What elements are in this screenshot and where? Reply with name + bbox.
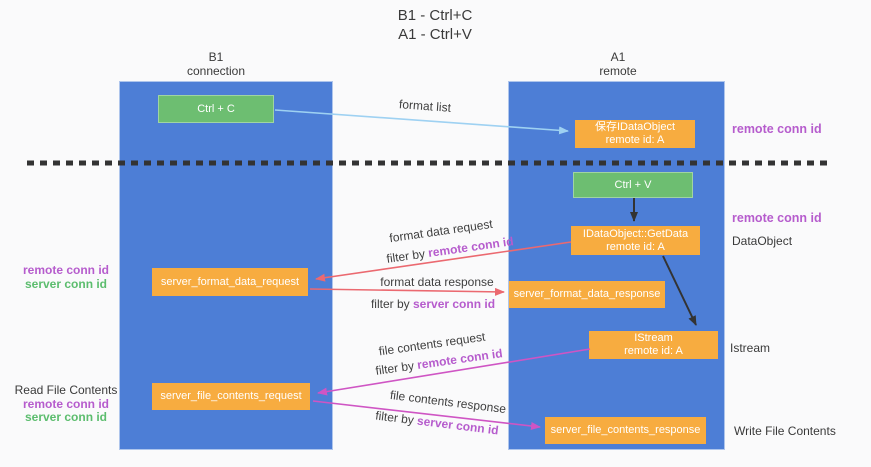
filter-by-text: filter by	[374, 358, 415, 378]
edge-label-format-data-response: format data response	[380, 275, 493, 289]
lane-header-a1: A1 remote	[558, 50, 678, 78]
annotation-remote-conn-id-top: remote conn id	[732, 122, 822, 136]
server-conn-id-text: server conn id	[416, 413, 500, 438]
node-save-dataobject-line1: 保存IDataObject	[594, 121, 676, 133]
node-ctrl-v: Ctrl + V	[573, 172, 693, 198]
node-ctrl-c-label: Ctrl + C	[197, 102, 235, 115]
node-save-dataobject-line2: remote id: A	[605, 134, 665, 146]
page-title: B1 - Ctrl+C A1 - Ctrl+V	[398, 6, 473, 44]
node-getdata-line2: remote id: A	[606, 240, 665, 253]
node-istream: IStream remote id: A	[589, 331, 718, 359]
node-file-response-label: server_file_contents_response	[550, 424, 701, 436]
lane-a1-role: remote	[599, 64, 637, 78]
lane-a1-name: A1	[610, 50, 626, 64]
node-ctrl-v-label: Ctrl + V	[614, 178, 652, 191]
edge-label-format-list: format list	[399, 97, 452, 115]
node-file-request-label: server_file_contents_request	[160, 390, 302, 402]
node-format-response-label: server_format_data_response	[513, 288, 661, 300]
node-istream-line1: IStream	[634, 332, 673, 344]
filter-by-text: filter by	[385, 246, 426, 266]
annotation-read-file-contents: Read File Contents	[14, 383, 118, 397]
title-line-1: B1 - Ctrl+C	[397, 7, 473, 24]
annotation-left-server-conn-1: server conn id	[24, 276, 108, 291]
arrow-format-data-response	[309, 287, 505, 296]
annotation-left-remote-conn-2: remote conn id	[22, 396, 109, 411]
server-conn-id-text: server conn id	[413, 297, 496, 311]
title-line-2: A1 - Ctrl+V	[398, 26, 472, 43]
annotation-istream: Istream	[730, 341, 771, 355]
node-save-dataobject: 保存IDataObject remote id: A	[575, 120, 695, 148]
annotation-left-conn-ids: remote conn id server conn id	[18, 263, 114, 291]
lane-b1-role: connection	[186, 64, 246, 78]
filter-by-text: filter by	[370, 297, 410, 311]
annotation-read-file-group: Read File Contents remote conn id server…	[14, 383, 118, 425]
annotation-left-server-conn-2: server conn id	[24, 410, 108, 424]
lane-b1-name: B1	[208, 50, 224, 64]
annotation-left-remote-conn-1: remote conn id	[22, 263, 109, 277]
node-istream-line2: remote id: A	[624, 345, 683, 357]
lane-header-b1: B1 connection	[156, 50, 276, 78]
node-server-format-data-response: server_format_data_response	[509, 281, 665, 308]
edge-label-filter-server-1: filter by server conn id	[371, 297, 495, 311]
node-server-file-contents-response: server_file_contents_response	[545, 417, 706, 444]
annotation-dataobject: DataObject	[732, 234, 793, 248]
node-ctrl-c: Ctrl + C	[158, 95, 274, 123]
annotation-remote-conn-id-mid: remote conn id	[732, 211, 822, 225]
format-data-response-text: format data response	[380, 275, 494, 289]
annotation-write-file-contents: Write File Contents	[734, 424, 836, 438]
format-list-text: format list	[398, 97, 452, 115]
node-server-file-contents-request: server_file_contents_request	[152, 383, 310, 410]
node-format-request-label: server_format_data_request	[160, 275, 300, 288]
filter-by-text: filter by	[374, 408, 415, 428]
node-idataobject-getdata: IDataObject::GetData remote id: A	[571, 226, 700, 255]
node-server-format-data-request: server_format_data_request	[152, 268, 308, 296]
node-getdata-line1: IDataObject::GetData	[582, 227, 689, 240]
